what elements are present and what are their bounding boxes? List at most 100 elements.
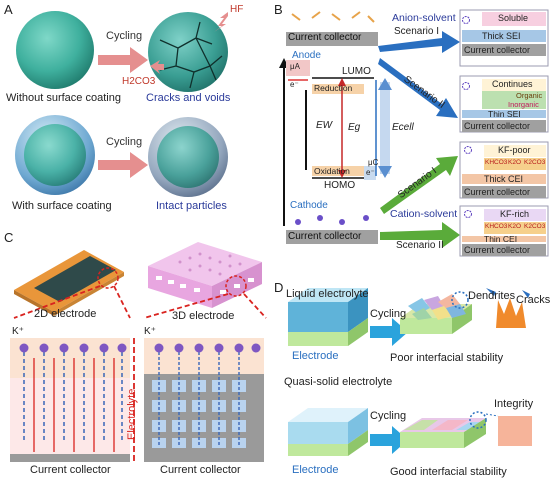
electrolyte-label: Electrolyte [126, 388, 138, 440]
ecell-label: Ecell [392, 122, 414, 133]
panel-a: A Cycling HF H2CO3 Without surface coati… [0, 0, 272, 228]
scenario2-bottom-arrow [380, 222, 460, 248]
scenario-box-3 [459, 141, 549, 199]
panel-b-letter: B [274, 2, 283, 17]
scenario1-bottom-arrow [380, 156, 458, 214]
anode-band [286, 60, 310, 76]
electrode-2d-sheet [14, 250, 124, 316]
cracks-label-d: Cracks [516, 294, 551, 306]
box4-title: KF-rich [500, 209, 529, 219]
integrity-zoom [498, 416, 532, 446]
cation-solvent-label: Cation-solvent [390, 208, 458, 220]
without-coating-label: Without surface coating [6, 92, 121, 104]
cathode-band [364, 166, 376, 180]
panel-c-figure [10, 242, 267, 462]
kplus-right-label: K⁺ [144, 326, 156, 337]
hf-label: HF [230, 4, 244, 15]
ew-label: EW [316, 120, 333, 131]
scenario1-top-label: Scenario I [394, 26, 440, 37]
scenario2-top-arrow [378, 58, 458, 118]
box4-cc: Current collector [464, 245, 531, 255]
cathode-label: Cathode [290, 200, 328, 211]
h2co3-label: H2CO3 [122, 76, 156, 87]
scenario-box-1 [459, 9, 549, 67]
ecell-arrow-body [380, 82, 390, 174]
zoom-box-3d [144, 338, 264, 462]
ecell-arrow-down [378, 166, 392, 178]
lumo-label: LUMO [342, 66, 371, 77]
cracks-voids-label: Cracks and voids [146, 92, 231, 104]
box1-title: Soluble [498, 13, 529, 23]
electrode-2d-label: 2D electrode [34, 308, 97, 320]
box1-layer: Thick SEI [482, 31, 521, 41]
oxidation-band [312, 166, 364, 176]
box2-layer: Thin SEI [488, 109, 521, 119]
dendrites-label: Dendrites [468, 290, 516, 302]
box4-chem-3: K2CO3 [524, 223, 546, 230]
scenario-box-4 [459, 205, 549, 257]
electrode-3d-block [148, 242, 262, 308]
box2-cc: Current collector [464, 121, 531, 131]
integrity-block [400, 418, 486, 448]
electrode-label-d1: Electrode [292, 350, 339, 362]
zoom-circle-d1 [451, 291, 469, 309]
panel-a-figure [15, 11, 228, 197]
box4-chem-1: KHCO3 [485, 223, 508, 230]
cracks-zoom [496, 298, 526, 328]
box4-chem-2: K2O [508, 223, 522, 230]
box3-chem-2: K2O [508, 159, 522, 166]
cycling-arrow-bottom [98, 152, 148, 178]
cracked-particle [148, 12, 228, 92]
eg-label: Eg [348, 122, 361, 133]
panel-d: D Liquid electrolyte Cycling Dendrites C… [272, 258, 554, 486]
box1-cc: Current collector [464, 45, 531, 55]
ecell-arrow-up [378, 78, 392, 90]
box3-chem-3: K2CO3 [524, 159, 546, 166]
bottom-collector-bar [286, 230, 378, 244]
box3-cc: Current collector [464, 187, 531, 197]
reduction-band [312, 84, 364, 94]
zoom-box-2d [10, 338, 130, 462]
dendrite-block [400, 294, 472, 334]
zoom-line-2d-right [113, 285, 131, 319]
zoom-line-3d-left [143, 293, 229, 319]
with-coating-label: With surface coating [12, 200, 112, 212]
pristine-particle [16, 11, 94, 89]
cc-left-label: Current collector [30, 464, 111, 476]
panel-c: C 2D electrode 3D electrode K⁺ K⁺ Electr… [0, 228, 272, 486]
zoom-circle-d2 [469, 411, 487, 429]
cycling-arrow-top [98, 47, 148, 73]
liquid-label: Liquid electrolyte [286, 288, 369, 300]
mu-c-label: μC [368, 158, 379, 167]
zoom-circle-2d [97, 267, 119, 289]
cc-right-label: Current collector [160, 464, 241, 476]
panel-d-letter: D [274, 280, 284, 295]
top-molecules [291, 11, 375, 23]
box2-organic: Organic [516, 91, 543, 100]
homo-label: HOMO [324, 180, 356, 191]
integrity-label: Integrity [494, 398, 534, 410]
zoom-line-3d-right [243, 293, 267, 319]
box4-layer: Thin CEI [484, 234, 518, 244]
kplus-left-label: K⁺ [12, 326, 24, 337]
liquid-block [288, 288, 368, 346]
cycling-arrow-d2 [370, 426, 408, 454]
eg-arrow-bottom [338, 170, 346, 178]
reduction-label: Reduction [314, 83, 353, 93]
box2-title: Continues [492, 79, 533, 89]
panel-a-letter: A [4, 2, 13, 17]
panel-c-letter: C [4, 230, 14, 245]
zoom-circle-3d [225, 275, 247, 297]
oxidation-label: Oxidation [314, 166, 350, 176]
cycling-label-d2: Cycling [370, 410, 407, 422]
intact-particles-label: Intact particles [156, 200, 227, 212]
eg-arrow-top [338, 78, 346, 86]
box3-chem-1: KHCO3 [485, 159, 508, 166]
poor-stability-label: Poor interfacial stability [390, 352, 504, 364]
anode-label: Anode [292, 50, 321, 61]
e-minus-cathode: e⁻ [366, 168, 375, 177]
h2co3-arrow [150, 60, 164, 74]
cycling-label-a1: Cycling [106, 30, 143, 42]
panel-b: B Current collector Anode μA e⁻ LUMO Red… [272, 0, 554, 258]
cycling-label-a2: Cycling [106, 136, 143, 148]
